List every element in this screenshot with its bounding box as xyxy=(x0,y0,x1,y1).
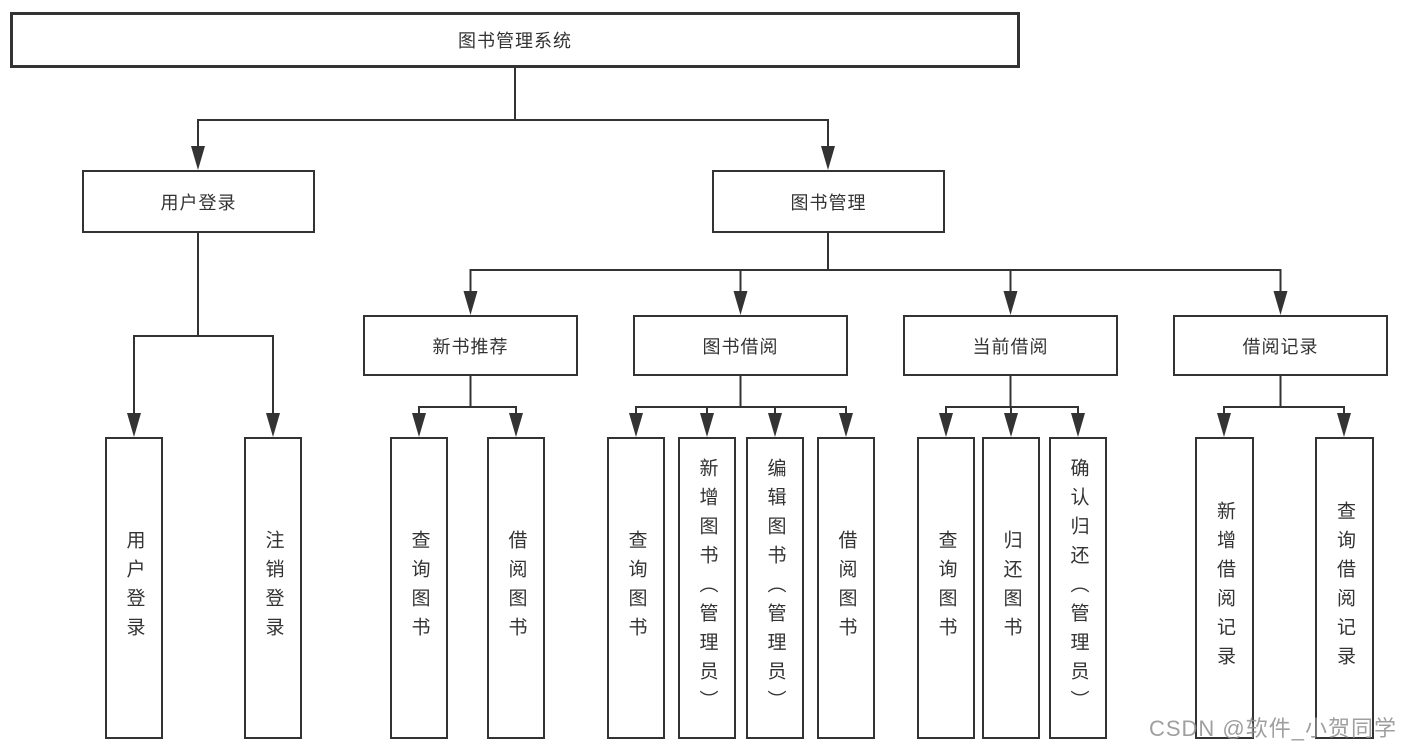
leaf-confirm-return-admin: 确认归还（管理员） xyxy=(1049,437,1107,739)
node-label: 借阅图书 xyxy=(505,530,527,646)
node-label: 查询图书 xyxy=(935,530,957,646)
node-label: 确认归还（管理员） xyxy=(1067,457,1089,719)
leaf-add-books-admin: 新增图书（管理员） xyxy=(678,437,736,739)
leaf-borrow-books-1: 借阅图书 xyxy=(487,437,545,739)
arrowhead-icon xyxy=(629,413,643,437)
arrowhead-icon xyxy=(1004,413,1018,437)
leaf-user-login: 用户登录 xyxy=(105,437,163,739)
node-book-management-branch: 图书管理 xyxy=(712,170,945,233)
node-borrow-records: 借阅记录 xyxy=(1173,315,1388,376)
node-label: 查询借阅记录 xyxy=(1334,501,1355,675)
node-book-borrow: 图书借阅 xyxy=(633,315,848,376)
leaf-edit-books-admin: 编辑图书（管理员） xyxy=(746,437,804,739)
leaf-return-books: 归还图书 xyxy=(982,437,1040,739)
node-label: 当前借阅 xyxy=(972,336,1049,357)
arrowhead-icon xyxy=(191,146,205,170)
arrowhead-icon xyxy=(1217,413,1231,437)
arrowhead-icon xyxy=(821,146,835,170)
node-label: 图书管理 xyxy=(790,192,867,213)
node-current-borrow: 当前借阅 xyxy=(903,315,1118,376)
arrowhead-icon xyxy=(700,413,714,437)
leaf-logout: 注销登录 xyxy=(244,437,302,739)
node-label: 查询图书 xyxy=(408,530,430,646)
arrowhead-icon xyxy=(509,413,523,437)
arrowhead-icon xyxy=(1071,413,1085,437)
leaf-query-borrow-record: 查询借阅记录 xyxy=(1315,437,1374,739)
node-user-login-branch: 用户登录 xyxy=(82,170,315,233)
leaf-query-books-2: 查询图书 xyxy=(607,437,665,739)
node-label: 借阅记录 xyxy=(1242,336,1319,357)
node-root-system: 图书管理系统 xyxy=(10,12,1020,68)
arrowhead-icon xyxy=(463,291,478,315)
arrowhead-icon xyxy=(1003,291,1018,315)
arrowhead-icon xyxy=(1337,413,1351,437)
arrowhead-icon xyxy=(412,413,426,437)
arrowhead-icon xyxy=(266,413,280,437)
node-new-book-recommend: 新书推荐 xyxy=(363,315,578,376)
node-label: 图书管理系统 xyxy=(458,31,572,51)
leaf-query-books-3: 查询图书 xyxy=(917,437,975,739)
node-label: 归还图书 xyxy=(1000,530,1022,646)
node-label: 用户登录 xyxy=(123,530,145,646)
leaf-query-books-1: 查询图书 xyxy=(390,437,448,739)
arrowhead-icon xyxy=(127,413,141,437)
arrowhead-icon xyxy=(839,413,853,437)
node-label: 用户登录 xyxy=(160,192,237,213)
node-label: 新增借阅记录 xyxy=(1214,501,1235,675)
node-label: 注销登录 xyxy=(262,530,284,646)
node-label: 图书借阅 xyxy=(702,336,779,357)
arrowhead-icon xyxy=(1273,291,1288,315)
leaf-add-borrow-record: 新增借阅记录 xyxy=(1195,437,1254,739)
node-label: 编辑图书（管理员） xyxy=(764,457,786,719)
arrowhead-icon xyxy=(768,413,782,437)
node-label: 新增图书（管理员） xyxy=(696,457,718,719)
leaf-borrow-books-2: 借阅图书 xyxy=(817,437,875,739)
node-label: 借阅图书 xyxy=(835,530,857,646)
arrowhead-icon xyxy=(939,413,953,437)
arrowhead-icon xyxy=(733,291,748,315)
node-label: 查询图书 xyxy=(625,530,647,646)
node-label: 新书推荐 xyxy=(432,336,509,357)
